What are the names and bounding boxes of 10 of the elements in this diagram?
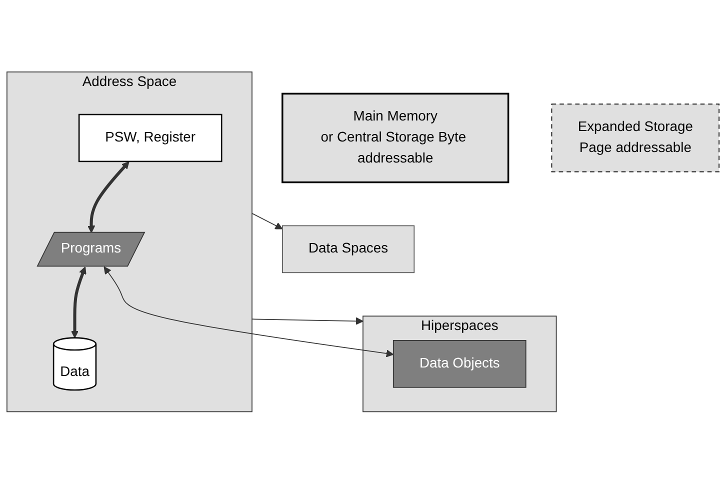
arrow xyxy=(70,266,86,338)
node-box: Data Objects xyxy=(392,340,526,388)
arrow xyxy=(87,161,130,233)
node-box: PSW, Register xyxy=(78,114,222,162)
arrow xyxy=(104,266,394,357)
node-box: Main Memory or Central Storage Byte addressable xyxy=(282,92,510,183)
arrow xyxy=(252,212,283,229)
arrow xyxy=(252,316,364,325)
node-box: Expanded Storage Page addressable xyxy=(551,103,720,172)
node-box: Data Spaces xyxy=(282,224,415,273)
